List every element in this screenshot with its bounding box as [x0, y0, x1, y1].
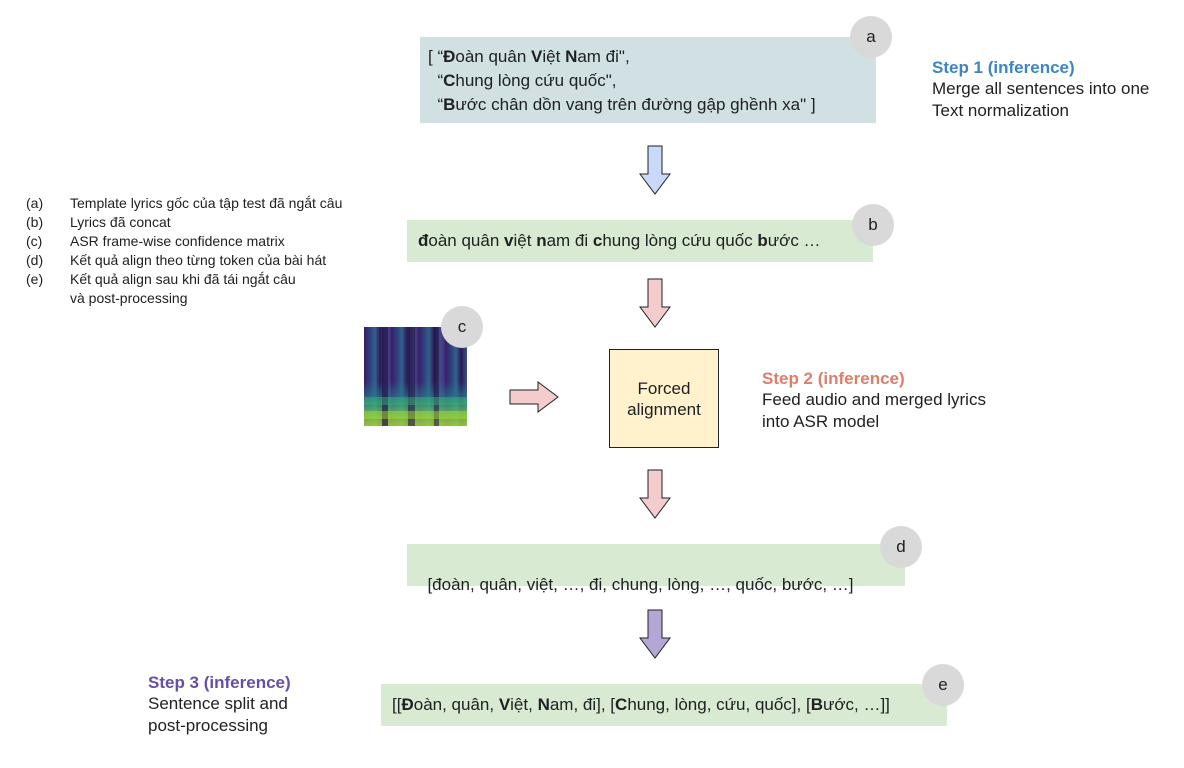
text-segment: am đi	[546, 231, 593, 250]
text-segment: iệt	[513, 231, 537, 250]
legend-key: (e)	[26, 271, 44, 287]
down-arrow-red-1	[639, 278, 671, 328]
bold-initial: C	[443, 71, 456, 90]
lyrics-line-2: “Chung lòng cứu quốc",	[428, 69, 876, 93]
text-segment: hung lòng cứu quốc	[602, 231, 758, 250]
bold-initial: c	[592, 231, 603, 250]
step1-line2: Text normalization	[932, 101, 1070, 120]
text-segment: “	[428, 71, 444, 90]
text-segment: ước chân dồn vang trên đường gập ghềnh x…	[455, 95, 816, 114]
text-segment: ước …	[767, 231, 821, 250]
text-segment: iệt,	[510, 695, 538, 714]
step1-line1: Merge all sentences into one	[932, 79, 1150, 98]
text-segment: ước, …]]	[822, 695, 890, 714]
lyrics-line-1: [ “Đoàn quân Việt Nam đi",	[428, 45, 876, 69]
text-segment: am đi",	[577, 47, 630, 66]
text-segment: [ “	[428, 47, 444, 66]
badge-d: d	[880, 526, 922, 568]
badge-a: a	[850, 16, 892, 58]
original-lyrics-box: [ “Đoàn quân Việt Nam đi", “Chung lòng c…	[420, 37, 876, 123]
token-alignment-box: [đoàn, quân, việt, …, đi, chung, lòng, ……	[407, 544, 905, 594]
bold-initial: n	[536, 231, 547, 250]
bold-initial: C	[615, 695, 628, 714]
legend-key: (d)	[26, 252, 44, 268]
step3-line2: post-processing	[148, 716, 269, 735]
forced-alignment-line1: Forced	[637, 378, 691, 398]
bold-initial: b	[757, 231, 768, 250]
legend-key: (a)	[26, 195, 44, 211]
text-segment: iệt	[542, 47, 566, 66]
text-segment: am, đi], [	[549, 695, 616, 714]
step3-title: Step 3 (inference)	[148, 673, 291, 692]
badge-e: e	[922, 664, 964, 706]
bold-initial: V	[531, 47, 543, 66]
legend-text: Lyrics đã concat	[70, 214, 171, 230]
text-segment: oàn quân	[455, 47, 532, 66]
down-arrow-blue	[639, 145, 671, 195]
step3-line1: Sentence split and	[148, 694, 288, 713]
forced-alignment-box: Forced alignment	[609, 349, 719, 448]
legend-text: Kết quả align theo từng token của bài há…	[70, 252, 327, 268]
right-arrow-red	[509, 381, 559, 413]
legend-text: Kết quả align sau khi đã tái ngắt câu	[70, 271, 296, 287]
down-arrow-purple	[639, 609, 671, 659]
text-segment: oàn quân	[428, 231, 505, 250]
step2-title: Step 2 (inference)	[762, 369, 905, 388]
text-segment: [[	[392, 695, 402, 714]
bold-initial: N	[565, 47, 578, 66]
step2-description: Step 2 (inference) Feed audio and merged…	[762, 369, 986, 433]
legend-key: (c)	[26, 233, 43, 249]
text-segment: “	[428, 95, 444, 114]
confidence-matrix-image	[364, 327, 467, 426]
step3-description: Step 3 (inference) Sentence split and po…	[148, 673, 291, 737]
bold-initial: B	[810, 695, 823, 714]
token-alignment-text: [đoàn, quân, việt, …, đi, chung, lòng, ……	[427, 575, 854, 594]
bold-initial: Đ	[443, 47, 456, 66]
forced-alignment-line2: alignment	[627, 399, 701, 419]
sentence-split-box: [[Đoàn, quân, Việt, Nam, đi], [Chung, lò…	[381, 684, 947, 726]
bold-initial: B	[443, 95, 456, 114]
bold-initial: v	[504, 231, 514, 250]
step2-line1: Feed audio and merged lyrics	[762, 390, 986, 409]
lyrics-line-3: “Bước chân dồn vang trên đường gập ghềnh…	[428, 93, 876, 117]
legend: (a) Template lyrics gốc của tập test đã n…	[26, 194, 406, 306]
badge-b: b	[852, 204, 894, 246]
text-segment: hung, lòng, cứu, quốc], [	[627, 695, 811, 714]
bold-initial: V	[498, 695, 511, 714]
legend-key: (b)	[26, 214, 44, 230]
text-segment: oàn, quân,	[413, 695, 499, 714]
bold-initial: Đ	[401, 695, 414, 714]
legend-text: Template lyrics gốc của tập test đã ngắt…	[70, 195, 343, 211]
step2-line2: into ASR model	[762, 412, 880, 431]
concat-lyrics-box: đoàn quân việt nam đi chung lòng cứu quố…	[407, 220, 873, 262]
down-arrow-red-2	[639, 469, 671, 519]
bold-initial: đ	[418, 231, 429, 250]
legend-text: ASR frame-wise confidence matrix	[70, 233, 285, 249]
bold-initial: N	[537, 695, 550, 714]
step1-title: Step 1 (inference)	[932, 58, 1075, 77]
legend-text: và post-processing	[70, 290, 188, 306]
badge-c: c	[441, 306, 483, 348]
text-segment: hung lòng cứu quốc",	[455, 71, 617, 90]
step1-description: Step 1 (inference) Merge all sentences i…	[932, 58, 1149, 122]
